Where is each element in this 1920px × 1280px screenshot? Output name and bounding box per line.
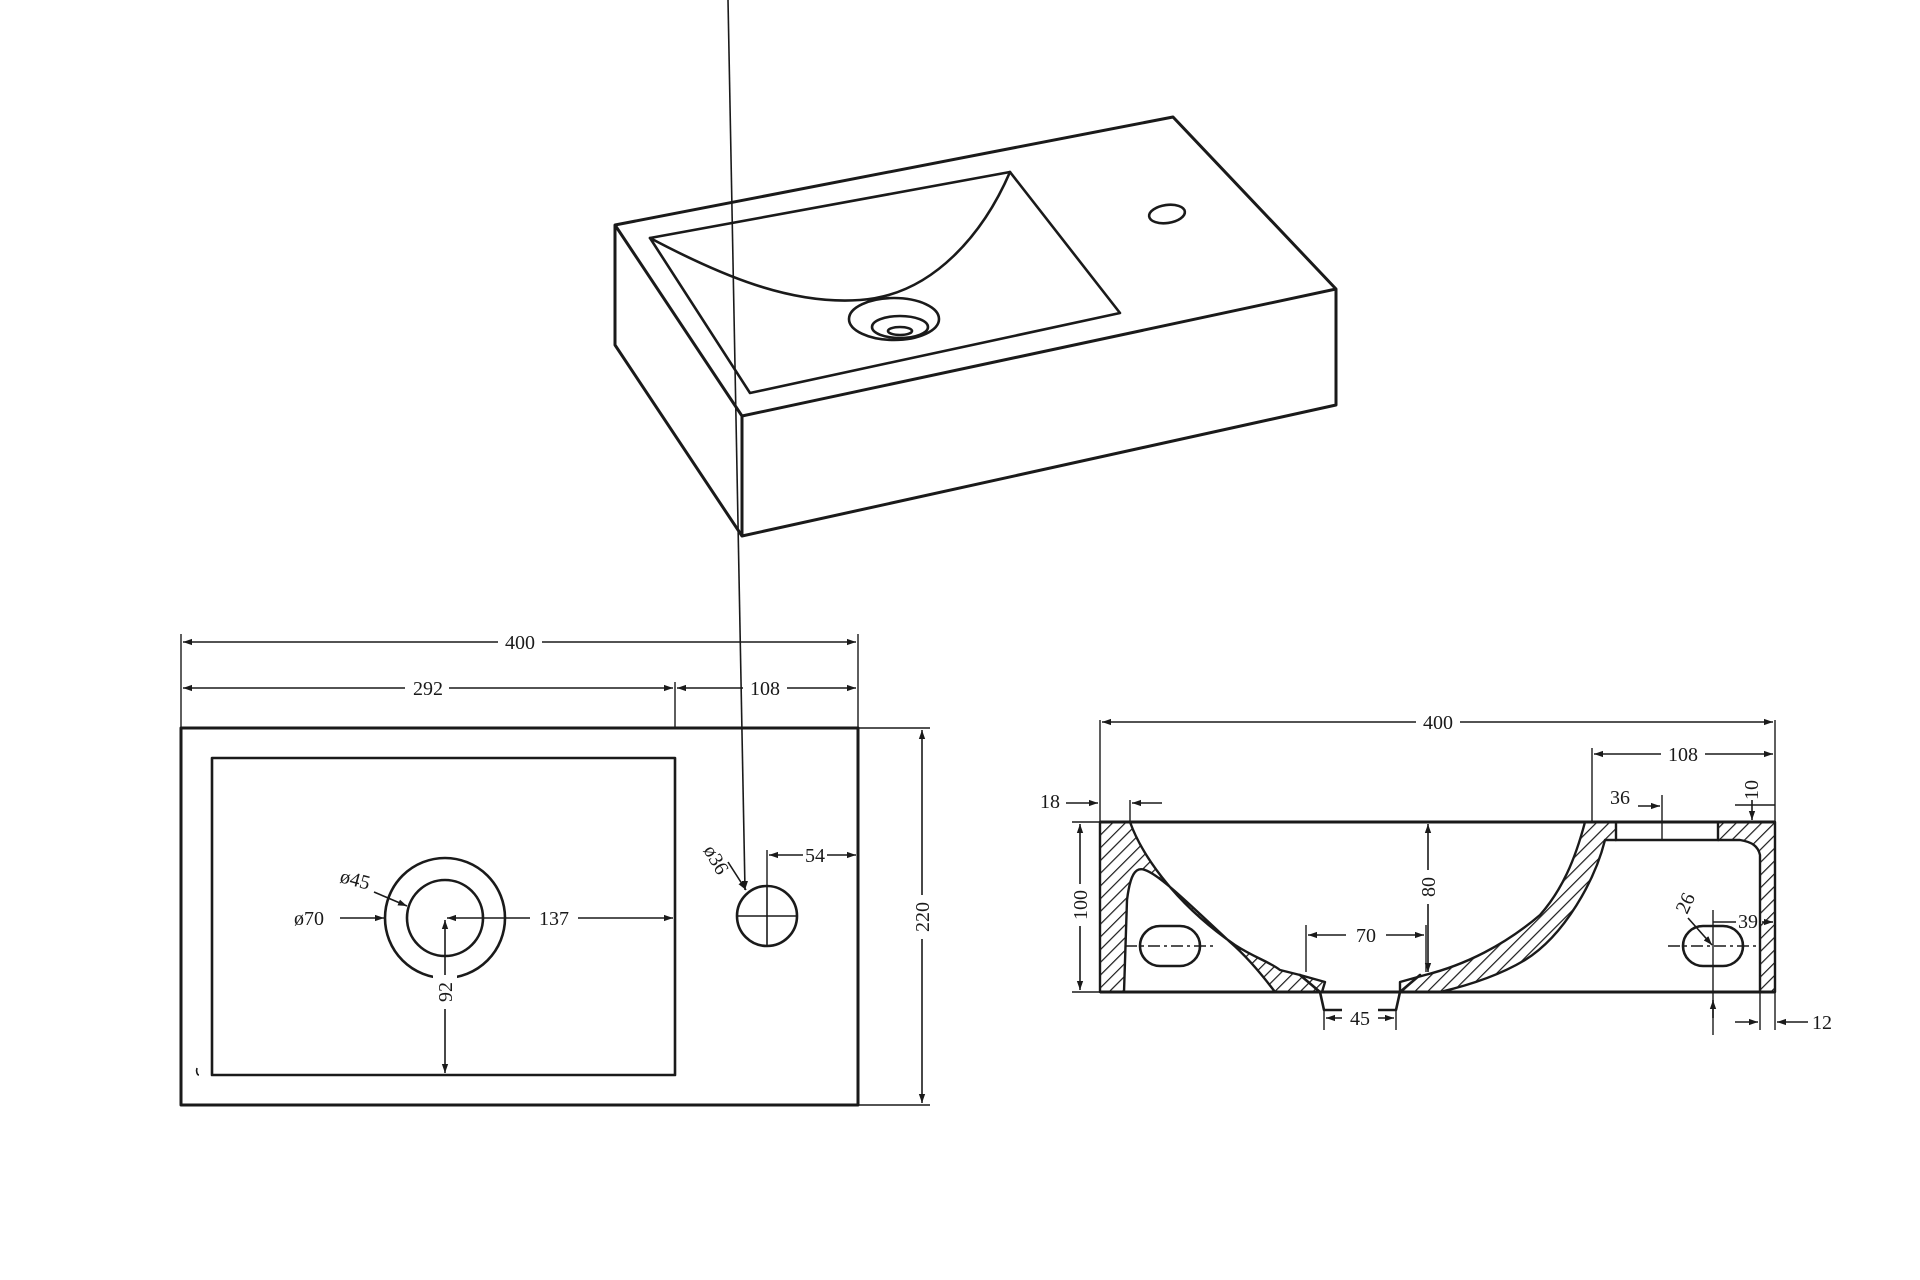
sec-dim-wall-thickness: 12 [1812,1012,1832,1034]
dim-tap-hole-leader-line [727,861,747,891]
sec-dim-drain-opening: 45 [1350,1008,1370,1030]
sec-dim-basin-depth: 80 [1418,877,1440,897]
iso-outer-body [613,115,1338,538]
section-view: 400 108 18 36 10 100 80 70 [1040,710,1832,1035]
sec-dim-deck-width: 108 [1668,744,1698,766]
sec-dim-overall-width: 400 [1423,712,1453,734]
section-right-bowl [1398,820,1618,994]
sec-dim-recess-depth: 10 [1741,780,1763,800]
iso-basin-curve [648,170,1012,302]
dim-drain-inner-leader [373,891,408,907]
dim-drain-to-basin-edge: 137 [539,908,569,930]
section-left-wall [1098,820,1327,994]
iso-top-front-edge [613,224,1337,418]
iso-drain-inner [870,314,930,340]
dim-basin-width: 292 [413,678,443,700]
sec-dim-slot-height: 26 [1672,890,1700,917]
sec-dim-slot-offset: 39 [1738,911,1758,933]
sec-dim-slot-leader [1687,917,1713,946]
plan-outer-outline [179,726,860,1107]
sec-dim-bottom-opening: 70 [1356,925,1376,947]
iso-basin-opening [648,170,1122,395]
dim-drain-outer-label: ø70 [294,908,324,930]
dim-tap-hole-leader [727,0,748,891]
sec-dim-deck-recess: 36 [1610,787,1630,809]
dim-deck-width: 108 [750,678,780,700]
dim-depth: 220 [912,902,934,932]
dim-drain-to-front-edge: 92 [435,982,457,1002]
sec-dim-height: 100 [1070,890,1092,920]
iso-drain-outer [847,296,941,342]
dim-drain-inner-diameter: 45 [347,868,372,894]
diameter-symbol: ø [294,908,304,930]
dim-drain-inner-label: ø45 [338,866,373,895]
dim-tap-hole-diameter-label: ø36 [699,842,733,879]
iso-drain-hole [886,325,914,337]
dim-drain-outer-diameter: 70 [304,908,324,930]
sec-dim-rim-thickness: 18 [1040,791,1060,813]
plan-view: 400 292 108 220 ø36 54 ø45 ø70 [179,0,934,1107]
plan-basin-outline [210,756,677,1077]
plan-corner-mark [195,1067,200,1076]
iso-tap-hole [1147,203,1187,225]
dim-overall-width: 400 [505,632,535,654]
dim-tap-offset: 54 [805,845,825,867]
isometric-view [613,115,1338,538]
